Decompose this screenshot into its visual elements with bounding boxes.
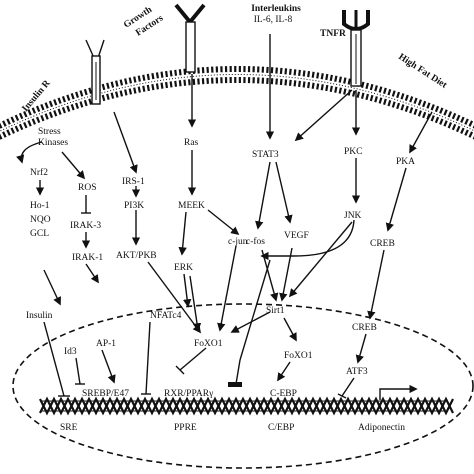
- ros-node: ROS: [78, 183, 96, 193]
- stat3-node: STAT3: [252, 150, 279, 160]
- dna-strand: [39, 396, 454, 416]
- pi3k-node: PI3K: [124, 201, 144, 211]
- nfatc4-node: NFATc4: [150, 311, 182, 321]
- pkc-node: PKC: [344, 147, 362, 157]
- foxo1-node-left: FoXO1: [194, 339, 223, 349]
- ho1-node: Ho-1: [30, 201, 50, 211]
- insulin-receptor: [85, 39, 105, 105]
- pka-node: PKA: [396, 157, 415, 167]
- c-ebp-site-label: C/EBP: [268, 423, 294, 433]
- stress-kinases-label-2: Kinases: [38, 138, 68, 148]
- meek-node: MEEK: [178, 201, 205, 211]
- tnfr-label: TNFR: [320, 29, 346, 39]
- creb-node-upper: CREB: [370, 239, 395, 249]
- interleukins-label: Interleukins: [251, 4, 301, 14]
- ap1-node: AP-1: [96, 339, 116, 349]
- cjun-node: c-jun: [228, 237, 248, 247]
- transcription-start-arrow: [379, 384, 418, 400]
- sre-site-label: SRE: [60, 423, 78, 433]
- erk-node: ERK: [174, 263, 193, 273]
- vegf-node: VEGF: [284, 231, 309, 241]
- growth-factor-receptor: [174, 3, 206, 73]
- high-fat-diet-label: High Fat Diet: [396, 52, 449, 91]
- sirt1-node: Sirt1: [266, 306, 285, 316]
- gcl-node: GCL: [30, 229, 49, 239]
- akt-pkb-node: AKT/PKB: [116, 251, 157, 261]
- irak1-node: IRAK-1: [72, 253, 103, 263]
- insulin-r-label: Insulin R: [21, 78, 53, 113]
- insulin-node: Insulin: [26, 311, 53, 321]
- foxo1-node-right: FoXO1: [284, 351, 313, 361]
- irs1-node: IRS-1: [122, 177, 145, 187]
- rxr-ppar-label: RXR/PPARγ: [164, 389, 213, 399]
- pathway-edges: [16, 34, 433, 399]
- interleukin-types-label: IL-6, IL-8: [254, 15, 293, 25]
- adiponectin-label: Adiponectin: [358, 423, 405, 433]
- stress-kinases-label-1: Stress: [38, 127, 61, 137]
- irak3-node: IRAK-3: [70, 221, 101, 231]
- tnf-receptor: [342, 10, 370, 87]
- c-ebp-label: C-EBP: [270, 389, 297, 399]
- creb-node-lower: CREB: [352, 323, 377, 333]
- atf3-node: ATF3: [346, 367, 368, 377]
- ras-node: Ras: [184, 138, 199, 148]
- srebp-e47-label: SREBP/E47: [82, 389, 129, 399]
- ppre-site-label: PPRE: [174, 423, 197, 433]
- jnk-node: JNK: [344, 211, 362, 221]
- cfos-node: c-fos: [246, 236, 265, 247]
- nqo-node: NQO: [30, 215, 51, 225]
- id3-node: Id3: [64, 347, 77, 357]
- cell-membrane: [0, 66, 474, 140]
- nucleus-boundary: [12, 303, 474, 469]
- nrf2-node: Nrf2: [30, 167, 48, 178]
